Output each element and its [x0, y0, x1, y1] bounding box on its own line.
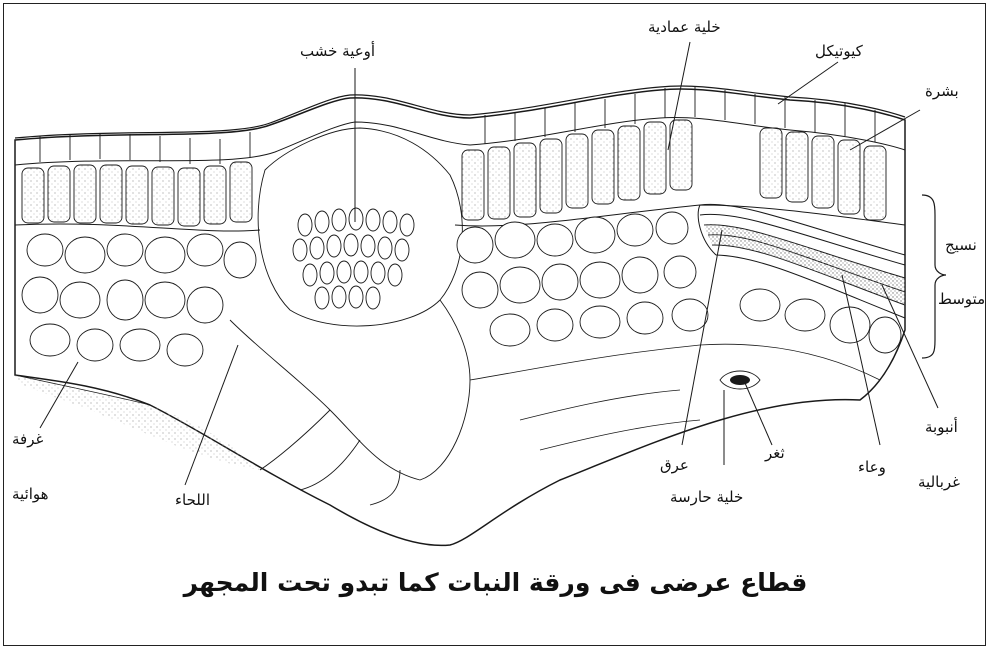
label-epidermis: بشرة — [925, 84, 959, 99]
label-air-chamber-2: هوائية — [12, 487, 49, 502]
label-mesophyll-1: نسيج — [945, 238, 977, 253]
label-palisade-cell: خلية عمادية — [648, 20, 721, 35]
label-cuticle: كيوتيكل — [815, 44, 863, 59]
label-air-chamber-1: غرفة — [12, 432, 43, 447]
label-sieve-tube-2: غربالية — [918, 475, 960, 490]
stoma-pore — [730, 375, 750, 385]
mesophyll-brace — [922, 195, 946, 358]
label-xylem-vessels: أوعية خشب — [300, 44, 375, 59]
label-phloem: اللحاء — [175, 493, 210, 508]
label-vessel: وعاء — [858, 460, 886, 475]
label-guard-cell: خلية حارسة — [670, 490, 743, 505]
label-stoma: ثغر — [765, 446, 785, 461]
label-sieve-tube-1: أنبوبة — [925, 420, 958, 435]
figure-caption: قطاع عرضى فى ورقة النبات كما تبدو تحت ال… — [0, 568, 991, 597]
label-mesophyll-2: متوسط — [938, 292, 985, 307]
label-vein: عرق — [660, 458, 689, 473]
